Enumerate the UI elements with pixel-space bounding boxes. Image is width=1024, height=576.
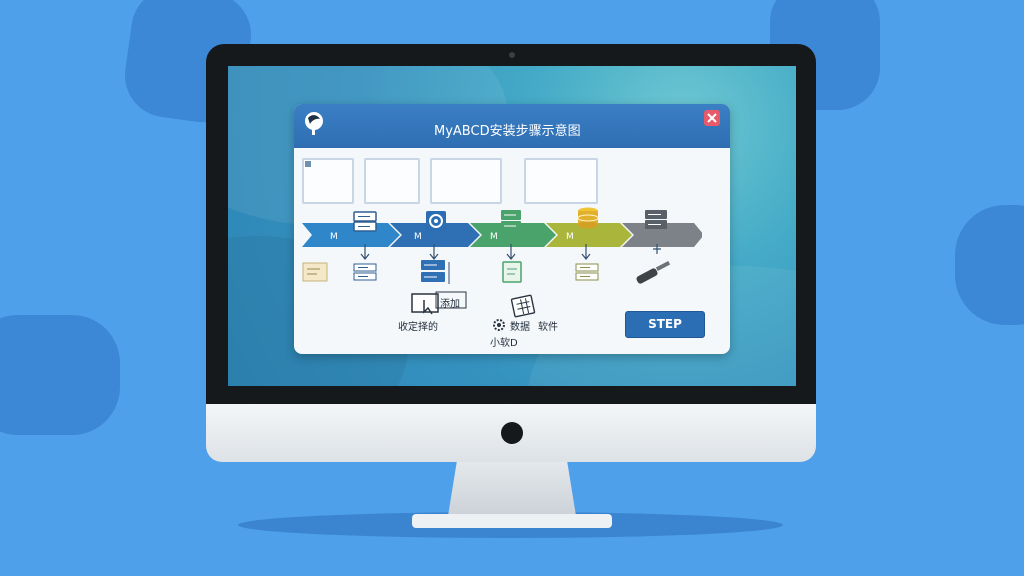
- settings-chip-icon: [426, 211, 446, 231]
- monitor-stand: [447, 458, 577, 522]
- flow-stage-2: [390, 223, 480, 247]
- database-icon: [577, 207, 599, 229]
- app-logo-icon: [302, 110, 326, 142]
- box-label: 添加: [440, 299, 460, 310]
- installer-dialog: MyABCD安装步骤示意图 M M M M: [294, 104, 730, 354]
- label-box-frame: [435, 291, 467, 309]
- close-icon: [707, 113, 717, 123]
- right-caption: 软件: [538, 322, 558, 333]
- server-icon: [575, 263, 599, 281]
- server-icon: [421, 260, 450, 284]
- flow-arrow-text: M: [490, 232, 498, 242]
- connector-arrows: [360, 244, 661, 260]
- monitor-pointer-icon: [411, 293, 439, 315]
- left-caption: 收定择的: [398, 322, 438, 333]
- step-slot-2: [364, 158, 420, 204]
- dialog-titlebar: MyABCD安装步骤示意图: [294, 104, 730, 148]
- window-panel-icon: [502, 261, 522, 283]
- server-icon: [501, 210, 521, 231]
- background-blob: [955, 205, 1024, 325]
- gear-icon: [493, 319, 505, 331]
- mid-caption: 数据: [510, 322, 530, 333]
- step-slot-3: [430, 158, 502, 204]
- step-slot-4: [524, 158, 598, 204]
- screwdriver-icon: [636, 260, 671, 284]
- flow-stage-4: [546, 223, 632, 247]
- flow-stage-5: [622, 223, 702, 247]
- background-blob: [0, 315, 120, 435]
- slot-marker: [305, 161, 311, 167]
- dialog-title: MyABCD安装步骤示意图: [434, 124, 581, 139]
- flow-stage-3: [470, 223, 556, 247]
- flow-arrow-text: M: [330, 232, 338, 242]
- flow-arrow-text: M: [414, 232, 422, 242]
- webcam-dot: [509, 52, 515, 58]
- server-icon: [353, 211, 377, 232]
- step-button[interactable]: STEP: [625, 311, 705, 338]
- grid-window-icon: [510, 294, 536, 318]
- server-icon: [645, 210, 667, 229]
- monitor-logo-dot: [501, 422, 523, 444]
- monitor-stand-base: [412, 514, 612, 528]
- close-button[interactable]: [704, 110, 720, 126]
- list-panel-icon: [302, 262, 328, 282]
- sub-caption: 小软D: [490, 338, 518, 349]
- server-icon: [353, 263, 377, 281]
- step-slot-1: [302, 158, 354, 204]
- flow-arrow-text: M: [566, 232, 574, 242]
